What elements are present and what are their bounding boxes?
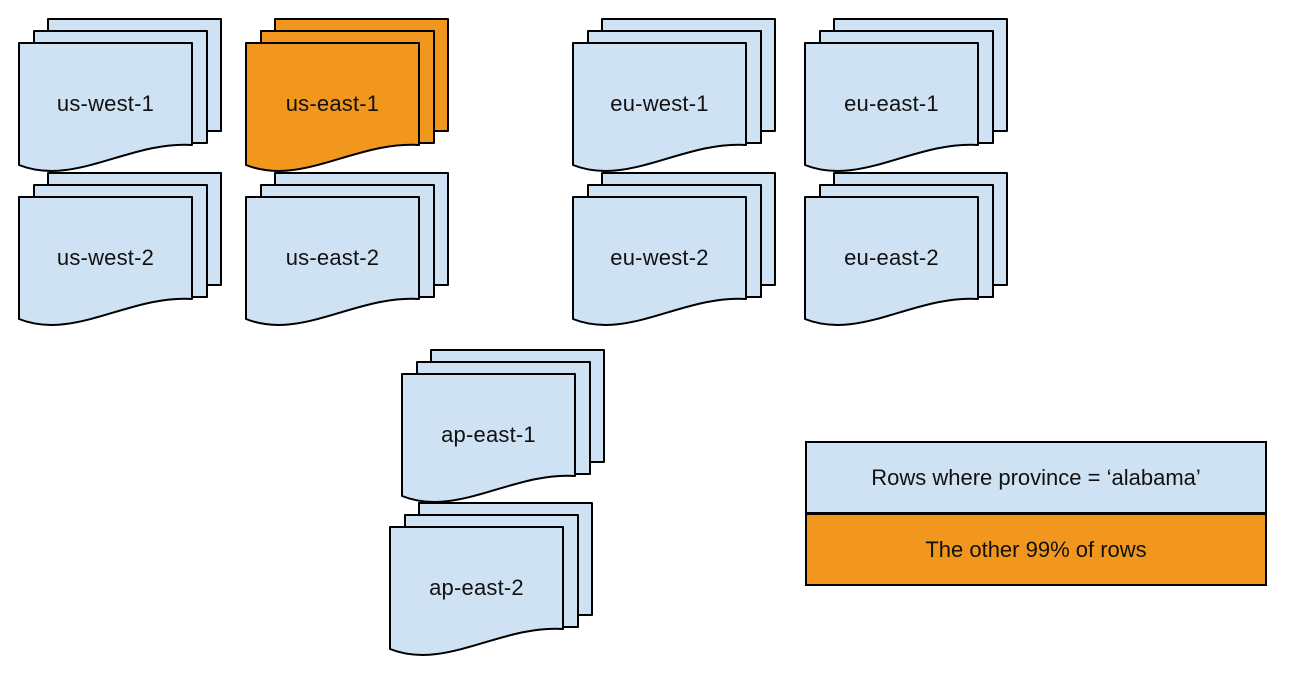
document-stack-icon xyxy=(401,349,605,503)
region-stack-eu-east-2: eu-east-2 xyxy=(804,172,1010,330)
legend-box: Rows where province = ‘alabama’ The othe… xyxy=(805,441,1267,586)
document-stack-icon xyxy=(245,18,449,172)
region-stack-ap-east-1: ap-east-1 xyxy=(401,349,607,507)
legend-item-other-rows: The other 99% of rows xyxy=(807,512,1265,584)
region-stack-eu-west-1: eu-west-1 xyxy=(572,18,778,176)
document-stack-icon xyxy=(245,172,449,326)
region-stack-ap-east-2: ap-east-2 xyxy=(389,502,595,660)
document-stack-icon xyxy=(18,172,222,326)
document-stack-icon xyxy=(18,18,222,172)
region-stack-eu-west-2: eu-west-2 xyxy=(572,172,778,330)
region-stack-us-west-1: us-west-1 xyxy=(18,18,224,176)
document-stack-icon xyxy=(804,172,1008,326)
document-stack-icon xyxy=(572,172,776,326)
document-stack-icon xyxy=(572,18,776,172)
region-stack-us-east-1: us-east-1 xyxy=(245,18,451,176)
legend-item-alabama-rows: Rows where province = ‘alabama’ xyxy=(807,443,1265,512)
legend-item-label: Rows where province = ‘alabama’ xyxy=(871,464,1201,490)
region-stack-us-east-2: us-east-2 xyxy=(245,172,451,330)
region-stack-us-west-2: us-west-2 xyxy=(18,172,224,330)
legend-item-label: The other 99% of rows xyxy=(925,536,1147,562)
document-stack-icon xyxy=(389,502,593,656)
document-stack-icon xyxy=(804,18,1008,172)
region-stack-eu-east-1: eu-east-1 xyxy=(804,18,1010,176)
